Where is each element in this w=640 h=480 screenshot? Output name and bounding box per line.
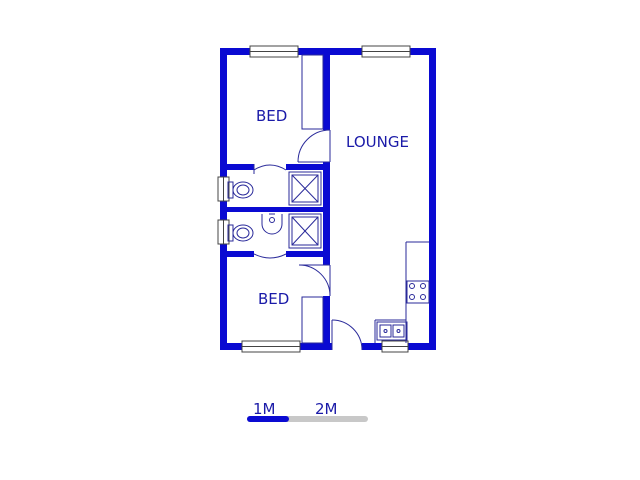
interior-walls — [220, 48, 330, 350]
door-top-bed — [297, 129, 331, 163]
wardrobe-top-bed — [301, 54, 324, 130]
showers — [288, 171, 322, 249]
wardrobe-bottom-bed — [301, 296, 324, 344]
window-bathroom-lower — [217, 219, 230, 245]
kitchen — [374, 241, 430, 343]
wardrobes — [301, 54, 324, 344]
door-bathroom-lower — [253, 253, 287, 259]
door-bathroom-upper — [253, 164, 287, 174]
door-entrance — [331, 319, 363, 351]
shower-lower — [288, 213, 322, 249]
window-bottom-bed — [241, 340, 301, 353]
room-label-bed-top: BED — [256, 107, 287, 125]
scale-label-1m: 1M — [253, 400, 276, 418]
window-top-bed — [249, 45, 299, 58]
room-label-bed-bottom: BED — [258, 290, 289, 308]
door-bottom-bed — [298, 264, 331, 297]
scale-label-2m: 2M — [315, 400, 338, 418]
kitchen-sink — [376, 321, 408, 341]
toilet-lower — [227, 224, 254, 242]
window-kitchen — [381, 340, 409, 353]
windows — [217, 45, 411, 353]
scale-bar: 1M 2M — [247, 400, 368, 422]
shower-upper — [288, 171, 322, 206]
doors — [253, 129, 363, 351]
toilet-upper — [227, 181, 254, 199]
room-label-lounge: LOUNGE — [346, 133, 409, 151]
bathroom-fixtures — [227, 181, 283, 242]
window-bathroom-upper — [217, 176, 230, 202]
window-top-lounge — [361, 45, 411, 58]
stove — [406, 280, 430, 304]
basin — [261, 213, 283, 235]
